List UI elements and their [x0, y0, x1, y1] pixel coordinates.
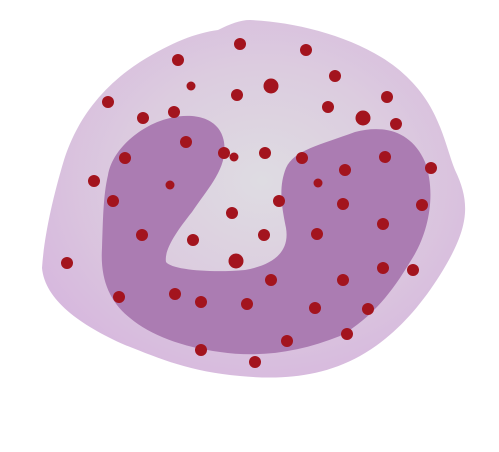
granule [281, 335, 293, 347]
granule [381, 91, 393, 103]
granule [165, 180, 175, 190]
granule [339, 164, 351, 176]
granule [329, 70, 341, 82]
granule [61, 257, 73, 269]
granule [107, 195, 119, 207]
granule [341, 328, 353, 340]
granule [337, 198, 349, 210]
nucleus [101, 115, 431, 355]
granule [102, 96, 114, 108]
granule [313, 178, 323, 188]
granule [172, 54, 184, 66]
granule [311, 228, 323, 240]
granule [296, 152, 308, 164]
granule [377, 218, 389, 230]
granule [425, 162, 437, 174]
granule [113, 291, 125, 303]
granule [249, 356, 261, 368]
granule [379, 151, 391, 163]
granule [362, 303, 374, 315]
granule [407, 264, 419, 276]
granule [265, 274, 277, 286]
granule [390, 118, 402, 130]
granule [229, 152, 239, 162]
granule [259, 147, 271, 159]
granule [195, 296, 207, 308]
granule [231, 89, 243, 101]
granule [337, 274, 349, 286]
granule [228, 253, 244, 269]
granule [136, 229, 148, 241]
granule [273, 195, 285, 207]
granule [234, 38, 246, 50]
granule [322, 101, 334, 113]
granule [168, 106, 180, 118]
granule [309, 302, 321, 314]
granule [377, 262, 389, 274]
granule [88, 175, 100, 187]
granule [258, 229, 270, 241]
granule [119, 152, 131, 164]
granule [187, 234, 199, 246]
granules [61, 38, 437, 368]
granule [180, 136, 192, 148]
granule [355, 110, 371, 126]
granule [263, 78, 279, 94]
granule [218, 147, 230, 159]
granule [416, 199, 428, 211]
granule [137, 112, 149, 124]
granule [241, 298, 253, 310]
granule [300, 44, 312, 56]
granule [226, 207, 238, 219]
granule [186, 81, 196, 91]
granule [195, 344, 207, 356]
granule [169, 288, 181, 300]
